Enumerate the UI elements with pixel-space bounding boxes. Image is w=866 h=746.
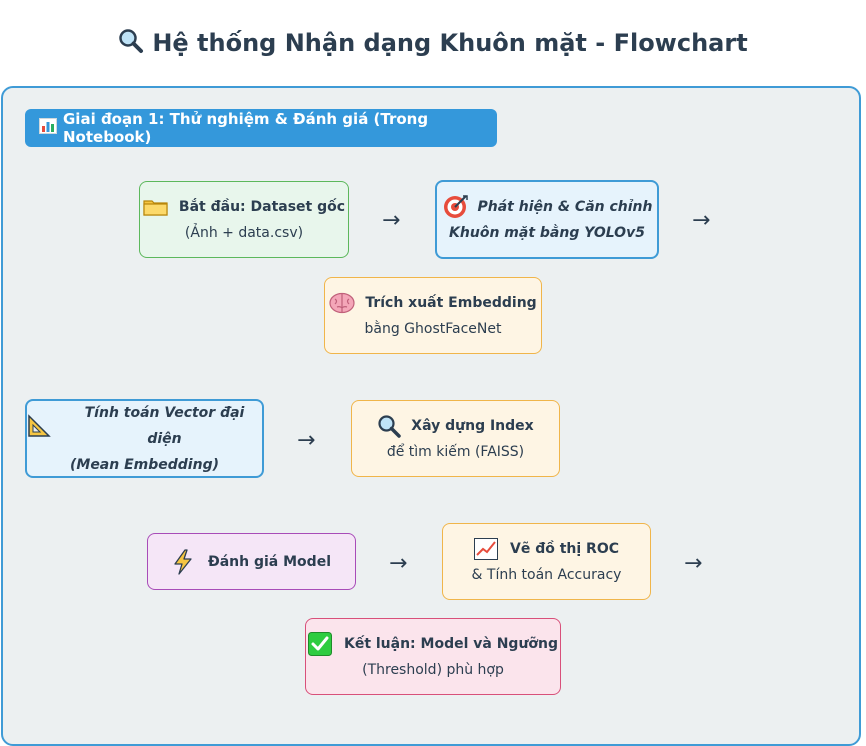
node-vector: Tính toán Vector đại diện (Mean Embeddin… <box>25 399 264 478</box>
node-start-subtitle: (Ảnh + data.csv) <box>184 224 304 241</box>
node-vector-title: Tính toán Vector đại diện <box>84 404 245 447</box>
node-result: Kết luận: Model và Ngưỡng (Threshold) ph… <box>305 618 561 695</box>
node-result-subtitle: (Threshold) phù hợp <box>362 661 504 678</box>
page-title-text: Hệ thống Nhận dạng Khuôn mặt - Flowchart <box>152 29 748 57</box>
node-result-title: Kết luận: Model và Ngưỡng <box>343 635 559 652</box>
target-icon <box>442 194 468 220</box>
brain-icon <box>329 292 355 314</box>
arrow-vector-index: → <box>297 428 316 453</box>
lightning-icon <box>172 548 194 575</box>
node-detect-subtitle: Khuôn mặt bằng YOLOv5 <box>449 224 645 241</box>
check-icon <box>307 631 332 656</box>
chart-up-icon <box>473 537 498 560</box>
stage-label-text: Giai đoạn 1: Thử nghiệm & Đánh giá (Tron… <box>63 110 429 146</box>
node-detect-title: Phát hiện & Căn chỉnh <box>477 198 653 215</box>
folder-icon <box>143 197 169 217</box>
magnifier-icon <box>377 414 402 438</box>
node-eval: Đánh giá Model <box>147 533 356 590</box>
node-embed: Trích xuất Embedding bằng GhostFaceNet <box>324 277 542 354</box>
node-index-title: Xây dựng Index <box>411 417 534 434</box>
node-index-subtitle: để tìm kiếm (FAISS) <box>386 443 525 460</box>
node-start-title: Bắt đầu: Dataset gốc <box>178 198 346 215</box>
page-title: Hệ thống Nhận dạng Khuôn mặt - Flowchart <box>0 28 866 60</box>
node-embed-subtitle: bằng GhostFaceNet <box>364 320 502 337</box>
node-roc-subtitle: & Tính toán Accuracy <box>471 566 622 583</box>
magnifier-icon <box>118 28 144 60</box>
arrow-roc-result: → <box>684 551 703 576</box>
node-index: Xây dựng Index để tìm kiếm (FAISS) <box>351 400 560 477</box>
arrow-detect-embed: → <box>692 208 711 233</box>
node-detect: Phát hiện & Căn chỉnh Khuôn mặt bằng YOL… <box>435 180 659 259</box>
arrow-start-detect: → <box>382 208 401 233</box>
node-eval-title: Đánh giá Model <box>208 553 331 570</box>
arrow-eval-roc: → <box>389 551 408 576</box>
stage-label: Giai đoạn 1: Thử nghiệm & Đánh giá (Tron… <box>25 109 497 147</box>
bar-chart-icon <box>39 118 57 138</box>
node-start: Bắt đầu: Dataset gốc (Ảnh + data.csv) <box>139 181 349 258</box>
triangle-ruler-icon <box>27 413 51 438</box>
node-roc: Vẽ đồ thị ROC & Tính toán Accuracy <box>442 523 651 600</box>
node-embed-title: Trích xuất Embedding <box>365 294 537 311</box>
node-vector-subtitle: (Mean Embedding) <box>69 456 219 473</box>
node-roc-title: Vẽ đồ thị ROC <box>509 540 619 557</box>
